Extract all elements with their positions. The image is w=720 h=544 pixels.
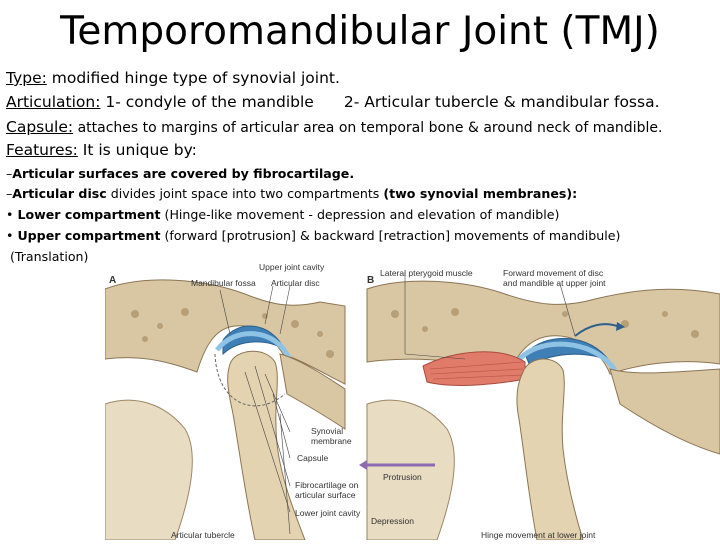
label-capsule: Capsule	[297, 453, 329, 463]
label-hinge-movement: Hinge movement at lower joint	[481, 530, 596, 540]
bullet-articular-disc: –Articular disc divides joint space into…	[6, 184, 577, 203]
label-mandibular-fossa: Mandibular fossa	[191, 278, 256, 288]
synovial-membrane-b	[515, 341, 618, 372]
bullet-translation: (Translation)	[10, 247, 88, 266]
label-lower-joint-cavity: Lower joint cavity	[295, 508, 361, 518]
label-synovial-2: membrane	[311, 436, 352, 446]
label-forward-movement-1: Forward movement of disc	[503, 268, 604, 278]
bullet-lower-compartment: • Lower compartment (Hinge-like movement…	[6, 205, 559, 224]
bullet-text: (forward [protrusion] & backward [retrac…	[160, 228, 621, 243]
features-text: It is unique by:	[77, 141, 197, 159]
type-text: modified hinge type of synovial joint.	[46, 69, 340, 87]
tmj-illustration: A B Mandibular fossa Upper joint cavity …	[104, 254, 720, 541]
bullet-articular-surfaces: –Articular surfaces are covered by fibro…	[6, 164, 354, 183]
protrusion-arrow-head	[359, 460, 367, 470]
bullet-bold: Articular surfaces are covered by fibroc…	[12, 166, 355, 181]
panel-a-drawing	[104, 279, 346, 541]
bullet-bold: (two synovial membranes):	[383, 186, 578, 201]
articulation-part1: 1- condyle of the mandible	[100, 93, 314, 111]
bullet-text: (Hinge-like movement - depression and el…	[160, 207, 560, 222]
label-lateral-pterygoid: Lateral pterygoid muscle	[380, 268, 473, 278]
bullet-upper-compartment: • Upper compartment (forward [protrusion…	[6, 226, 620, 245]
forward-arrow-head	[616, 322, 625, 331]
tmj-illustration-svg	[104, 272, 720, 541]
type-line: Type: modified hinge type of synovial jo…	[6, 67, 340, 89]
zygomatic-area-b	[366, 399, 455, 541]
label-fibrocartilage-2: articular surface	[295, 490, 356, 500]
bullet-dot: •	[6, 228, 18, 243]
capsule-line: Capsule: attaches to margins of articula…	[6, 116, 662, 138]
zygomatic-area-a	[104, 399, 193, 541]
articulation-part2: 2- Articular tubercle & mandibular fossa…	[343, 93, 660, 111]
bullet-bold: Upper compartment	[17, 228, 161, 243]
tubercle-a	[279, 353, 346, 430]
panel-b-drawing	[359, 280, 720, 541]
capsule-label: Capsule:	[6, 118, 74, 136]
mandible-a	[227, 350, 306, 541]
type-label: Type:	[6, 69, 47, 87]
bone-texture-a	[131, 308, 334, 358]
capsule-outline	[214, 353, 286, 407]
panel-b-letter: B	[367, 275, 375, 286]
bullet-bold: Articular disc	[12, 186, 107, 201]
mandible-b	[516, 358, 584, 541]
features-line: Features: It is unique by:	[6, 139, 197, 161]
panel-a-letter: A	[109, 275, 117, 286]
translation-text: (Translation)	[10, 249, 89, 264]
label-protrusion: Protrusion	[383, 472, 422, 482]
bullet-text: divides joint space into two compartment…	[106, 186, 384, 201]
label-upper-joint-cavity: Upper joint cavity	[259, 262, 325, 272]
synovial-membrane-a	[215, 331, 292, 360]
muscle-fibers	[429, 361, 524, 380]
label-forward-movement-2: and mandible at upper joint	[503, 278, 606, 288]
label-articular-disc: Articular disc	[271, 278, 320, 288]
articulation-label: Articulation:	[6, 93, 101, 111]
label-fibrocartilage-1: Fibrocartilage on	[295, 480, 359, 490]
forward-movement-arrow	[574, 323, 618, 337]
bullet-dot: •	[6, 207, 18, 222]
tubercle-b	[609, 368, 720, 455]
page-title: Temporomandibular Joint (TMJ)	[60, 9, 660, 54]
temporal-bone-a	[104, 279, 346, 385]
bullet-dash: –	[6, 166, 13, 181]
bullet-bold: Lower compartment	[17, 207, 161, 222]
articulation-line: Articulation: 1- condyle of the mandible…	[6, 91, 660, 113]
label-articular-tubercle: Articular tubercle	[171, 530, 235, 540]
capsule-text: attaches to margins of articular area on…	[73, 120, 663, 136]
features-label: Features:	[6, 141, 78, 159]
label-synovial-1: Synovial	[311, 426, 344, 436]
leader-lines	[219, 272, 576, 535]
bullet-dash: –	[6, 186, 13, 201]
label-depression: Depression	[371, 516, 414, 526]
